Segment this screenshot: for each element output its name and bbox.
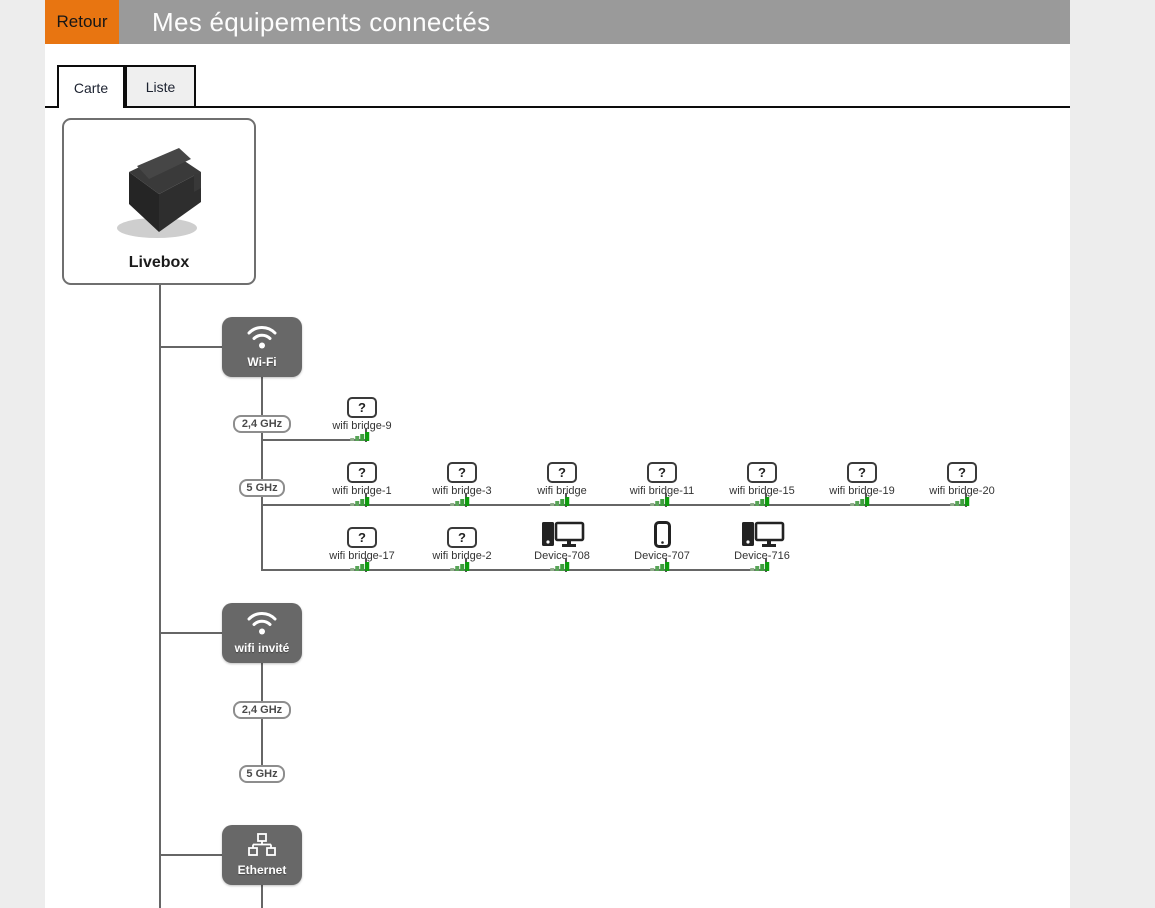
bus-line-24ghz	[261, 439, 369, 441]
unknown-device-icon: ?	[347, 397, 377, 418]
wifi-band-24ghz-badge: 2,4 GHz	[233, 415, 291, 433]
tab-divider	[45, 106, 1070, 108]
unknown-device-icon: ?	[347, 527, 377, 548]
back-button[interactable]: Retour	[45, 0, 119, 44]
device-cell[interactable]: ? wifi bridge-15	[712, 456, 812, 507]
wifi-icon	[247, 612, 277, 635]
device-cell[interactable]: ? wifi bridge-20	[912, 456, 1012, 507]
ethernet-icon	[248, 833, 276, 856]
unknown-device-icon: ?	[347, 462, 377, 483]
device-cell[interactable]: ? wifi bridge-9	[312, 391, 412, 442]
unknown-device-icon: ?	[947, 462, 977, 483]
wifi-node[interactable]: Wi-Fi	[222, 317, 302, 377]
device-name: wifi bridge-19	[829, 485, 895, 497]
signal-strength-icon	[450, 497, 470, 506]
signal-strength-icon	[650, 562, 670, 571]
branch-line-ethernet	[159, 854, 222, 856]
unknown-device-icon: ?	[447, 462, 477, 483]
device-cell[interactable]: Device-708	[512, 521, 612, 572]
unknown-device-icon: ?	[747, 462, 777, 483]
page-title: Mes équipements connectés	[152, 6, 491, 37]
signal-strength-icon	[950, 497, 970, 506]
device-name: wifi bridge-17	[329, 550, 395, 562]
unknown-device-icon: ?	[447, 527, 477, 548]
device-cell[interactable]: ? wifi bridge-1	[312, 456, 412, 507]
branch-line-guest	[159, 632, 222, 634]
signal-strength-icon	[650, 497, 670, 506]
branch-line-wifi	[159, 346, 222, 348]
signal-strength-icon	[450, 562, 470, 571]
device-cell[interactable]: ? wifi bridge-19	[812, 456, 912, 507]
device-name: Device-707	[634, 550, 690, 562]
signal-strength-icon	[550, 562, 570, 571]
bus-line-5ghz-row2	[261, 569, 766, 571]
livebox-card[interactable]: Livebox	[62, 118, 256, 285]
ethernet-node-label: Ethernet	[237, 863, 287, 877]
tab-carte[interactable]: Carte	[57, 65, 125, 108]
livebox-router-image	[117, 148, 201, 238]
signal-strength-icon	[550, 497, 570, 506]
desktop-icon	[741, 521, 784, 547]
device-cell[interactable]: Device-707	[612, 521, 712, 572]
device-name: wifi bridge-9	[332, 420, 392, 432]
wifi-node-label: Wi-Fi	[247, 355, 277, 369]
guest-band-24ghz-badge: 2,4 GHz	[233, 701, 291, 719]
unknown-device-icon: ?	[547, 462, 577, 483]
device-name: wifi bridge-20	[929, 485, 995, 497]
device-cell[interactable]: ? wifi bridge-2	[412, 521, 512, 572]
device-name: wifi bridge-15	[729, 485, 795, 497]
signal-strength-icon	[350, 497, 370, 506]
smartphone-icon	[653, 521, 671, 548]
device-cell[interactable]: Device-716	[712, 521, 812, 572]
unknown-device-icon: ?	[847, 462, 877, 483]
device-name: wifi bridge	[537, 485, 587, 497]
ethernet-node[interactable]: Ethernet	[222, 825, 302, 885]
tab-liste[interactable]: Liste	[125, 65, 196, 108]
desktop-icon	[541, 521, 584, 547]
unknown-device-icon: ?	[647, 462, 677, 483]
device-name: Device-708	[534, 550, 590, 562]
device-cell[interactable]: ? wifi bridge-3	[412, 456, 512, 507]
device-name: wifi bridge-1	[332, 485, 392, 497]
signal-strength-icon	[750, 562, 770, 571]
device-cell[interactable]: ? wifi bridge	[512, 456, 612, 507]
guest-wifi-node[interactable]: wifi invité	[222, 603, 302, 663]
wifi-icon	[247, 326, 277, 349]
device-name: wifi bridge-2	[432, 550, 492, 562]
guest-wifi-node-label: wifi invité	[234, 641, 290, 655]
ethernet-drop-line	[261, 885, 263, 908]
device-cell[interactable]: ? wifi bridge-17	[312, 521, 412, 572]
signal-strength-icon	[850, 497, 870, 506]
livebox-label: Livebox	[128, 254, 190, 271]
signal-strength-icon	[350, 432, 370, 441]
wifi-band-5ghz-badge: 5 GHz	[239, 479, 285, 497]
header-bar	[45, 0, 1070, 44]
device-name: wifi bridge-11	[629, 485, 695, 497]
signal-strength-icon	[750, 497, 770, 506]
signal-strength-icon	[350, 562, 370, 571]
guest-band-5ghz-badge: 5 GHz	[239, 765, 285, 783]
bus-line-5ghz-row1	[261, 504, 966, 506]
device-cell[interactable]: ? wifi bridge-11	[612, 456, 712, 507]
trunk-line	[159, 285, 161, 908]
device-name: wifi bridge-3	[432, 485, 492, 497]
device-name: Device-716	[734, 550, 790, 562]
wifi-drop-line	[261, 377, 263, 571]
